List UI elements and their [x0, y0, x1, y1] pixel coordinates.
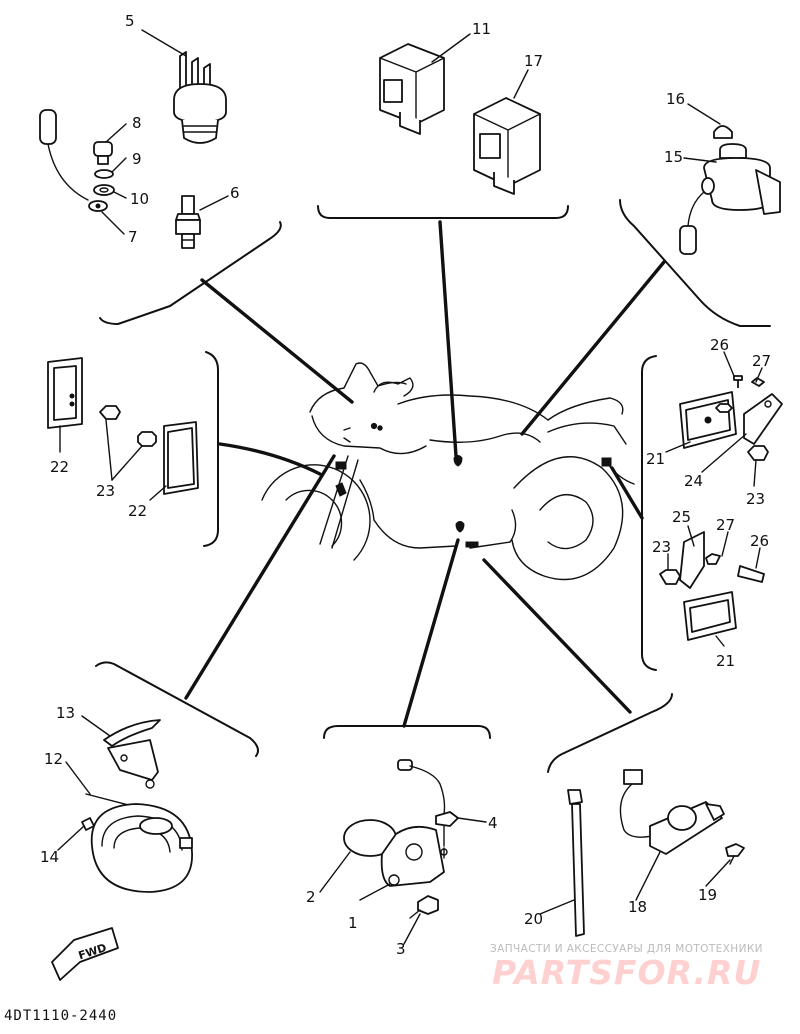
- part-number-14: 14: [40, 848, 59, 866]
- leader-lines: [184, 220, 666, 728]
- part-number-2: 2: [306, 888, 316, 906]
- lead-wire-part: [39, 109, 108, 212]
- screw-washer-set: [93, 141, 115, 196]
- part-number-23-right-bottom: 23: [652, 538, 671, 556]
- part-number-27-bottom: 27: [716, 516, 735, 534]
- horn-part: [81, 719, 193, 893]
- callout-leaders: [57, 29, 763, 945]
- part-number-22-right: 22: [128, 502, 147, 520]
- part-number-17: 17: [524, 52, 543, 70]
- switch-part-18: [619, 769, 745, 865]
- watermark-logo: PARTSFOR.RU: [492, 953, 761, 992]
- part-number-9: 9: [132, 150, 142, 168]
- part-number-10: 10: [130, 190, 149, 208]
- cable-tie-part: [567, 789, 585, 937]
- thermo-switch-part: [173, 51, 227, 144]
- part-number-16: 16: [666, 90, 685, 108]
- part-number-11: 11: [472, 20, 491, 38]
- part-number-4: 4: [488, 814, 498, 832]
- part-number-21-bottom: 21: [716, 652, 735, 670]
- part-number-1: 1: [348, 914, 358, 932]
- part-number-27-top: 27: [752, 352, 771, 370]
- reflector-part-22-left: [47, 357, 199, 495]
- part-number-15: 15: [664, 148, 683, 166]
- part-number-13: 13: [56, 704, 75, 722]
- part-number-12: 12: [44, 750, 63, 768]
- part-number-25: 25: [672, 508, 691, 526]
- sender-plug-part: [175, 195, 201, 249]
- part-number-22-left: 22: [50, 458, 69, 476]
- relay-part-17: [473, 97, 541, 195]
- part-number-21-top: 21: [646, 450, 665, 468]
- part-number-26-bottom: 26: [750, 532, 769, 550]
- motorcycle-outline: [261, 362, 635, 581]
- part-number-23-left: 23: [96, 482, 115, 500]
- callout-brackets: [95, 199, 771, 773]
- sensor-part-15: [679, 125, 781, 255]
- part-number-26-top: 26: [710, 336, 729, 354]
- part-number-18: 18: [628, 898, 647, 916]
- part-number-5: 5: [125, 12, 135, 30]
- part-number-20: 20: [524, 910, 543, 928]
- part-number-8: 8: [132, 114, 142, 132]
- part-number-24: 24: [684, 472, 703, 490]
- relay-part-11: [379, 43, 445, 135]
- part-number-labels: 5 8 9 10 6 7 11 17 16 15 22 23 22 26 27 …: [40, 12, 771, 958]
- forward-direction-arrow: FWD: [51, 927, 119, 981]
- speed-sensor-part: [343, 759, 459, 919]
- part-number-3: 3: [396, 940, 406, 958]
- part-number-19: 19: [698, 886, 717, 904]
- part-number-23-right-top: 23: [746, 490, 765, 508]
- part-number-6: 6: [230, 184, 240, 202]
- watermark: ЗАПЧАСТИ И АКСЕССУАРЫ ДЛЯ МОТОТЕХНИКИ PA…: [490, 943, 763, 992]
- watermark-tagline: ЗАПЧАСТИ И АКСЕССУАРЫ ДЛЯ МОТОТЕХНИКИ: [490, 943, 763, 955]
- reflector-part-21-upper: [679, 375, 783, 461]
- reflector-part-21-lower: [659, 531, 765, 641]
- part-number-7: 7: [128, 228, 138, 246]
- drawing-code: 4DT1110-2440: [4, 1008, 117, 1024]
